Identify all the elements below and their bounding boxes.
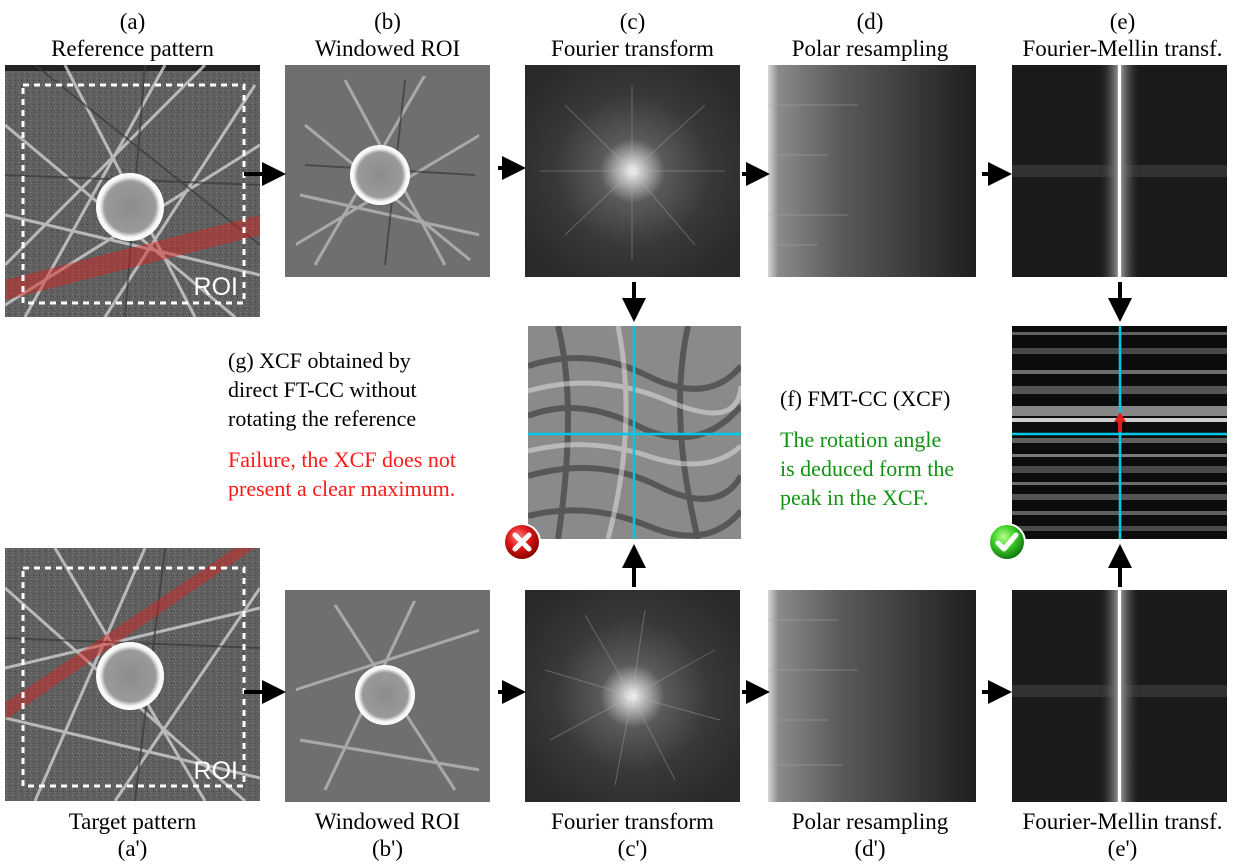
ftcc-xcf-image <box>528 326 741 539</box>
roi-label: ROI <box>193 273 238 301</box>
failure-text: present a clear maximum. <box>228 476 456 501</box>
panel-title: Polar resampling <box>791 36 949 61</box>
check-mark-icon <box>987 522 1027 562</box>
fmtcc-xcf-image <box>1012 326 1227 539</box>
fmt-cc-title: (f) FMT-CC (XCF) <box>780 386 951 411</box>
success-text: peak in the XCF. <box>780 485 929 510</box>
fourier-mellin-image <box>1012 590 1227 802</box>
windowed-roi-image <box>285 590 490 802</box>
panel-letter: (a) <box>119 9 146 34</box>
fourier-transform-image <box>525 590 740 802</box>
panel-letter: (c') <box>617 836 648 861</box>
caption-c-prime: Fourier transform (c') <box>525 808 740 862</box>
failure-text: Failure, the XCF does not <box>228 447 456 472</box>
success-text: is deduced form the <box>780 456 955 481</box>
panel-letter: (d) <box>856 9 884 34</box>
target-pattern-image: ROI <box>5 548 260 801</box>
windowed-roi-image <box>285 65 490 277</box>
caption-e-prime: Fourier-Mellin transf. (e') <box>1005 808 1240 862</box>
reference-pattern-image: ROI <box>5 65 260 317</box>
panel-letter: (e') <box>1107 836 1138 861</box>
polar-resampling-image <box>768 65 976 277</box>
caption-b-prime: Windowed ROI (b') <box>285 808 490 862</box>
panel-title: Fourier-Mellin transf. <box>1022 809 1223 834</box>
panel-title: Target pattern <box>68 809 197 834</box>
panel-title: Fourier transform <box>551 809 714 834</box>
caption-a: (a) Reference pattern <box>5 8 260 62</box>
caption-a-prime: Target pattern (a') <box>5 808 260 862</box>
xcf-text-line: (g) XCF obtained by <box>228 348 411 373</box>
panel-title: Reference pattern <box>51 36 214 61</box>
caption-d: (d) Polar resampling <box>765 8 975 62</box>
panel-letter: (d') <box>854 836 886 861</box>
roi-label: ROI <box>193 757 238 785</box>
fmt-cc-description: (f) FMT-CC (XCF) The rotation angle is d… <box>780 384 1000 512</box>
panel-title: Fourier transform <box>551 36 714 61</box>
fourier-transform-image <box>525 65 740 277</box>
panel-letter: (b') <box>372 836 403 861</box>
xcf-text-line: rotating the reference <box>228 406 417 431</box>
panel-title: Polar resampling <box>791 809 949 834</box>
panel-letter: (c) <box>619 9 646 34</box>
caption-d-prime: Polar resampling (d') <box>765 808 975 862</box>
panel-title: Fourier-Mellin transf. <box>1022 36 1223 61</box>
caption-c: (c) Fourier transform <box>525 8 740 62</box>
x-mark-icon <box>502 522 542 562</box>
success-text: The rotation angle <box>780 427 942 452</box>
panel-letter: (e) <box>1109 9 1136 34</box>
xcf-description: (g) XCF obtained by direct FT-CC without… <box>228 346 506 503</box>
panel-letter: (b) <box>374 9 401 34</box>
xcf-text-line: direct FT-CC without <box>228 377 417 402</box>
polar-resampling-image <box>768 590 976 802</box>
fourier-mellin-image <box>1012 65 1227 277</box>
panel-title: Windowed ROI <box>314 809 461 834</box>
caption-e: (e) Fourier-Mellin transf. <box>1005 8 1240 62</box>
panel-letter: (a') <box>117 836 148 861</box>
caption-b: (b) Windowed ROI <box>285 8 490 62</box>
panel-title: Windowed ROI <box>314 36 461 61</box>
